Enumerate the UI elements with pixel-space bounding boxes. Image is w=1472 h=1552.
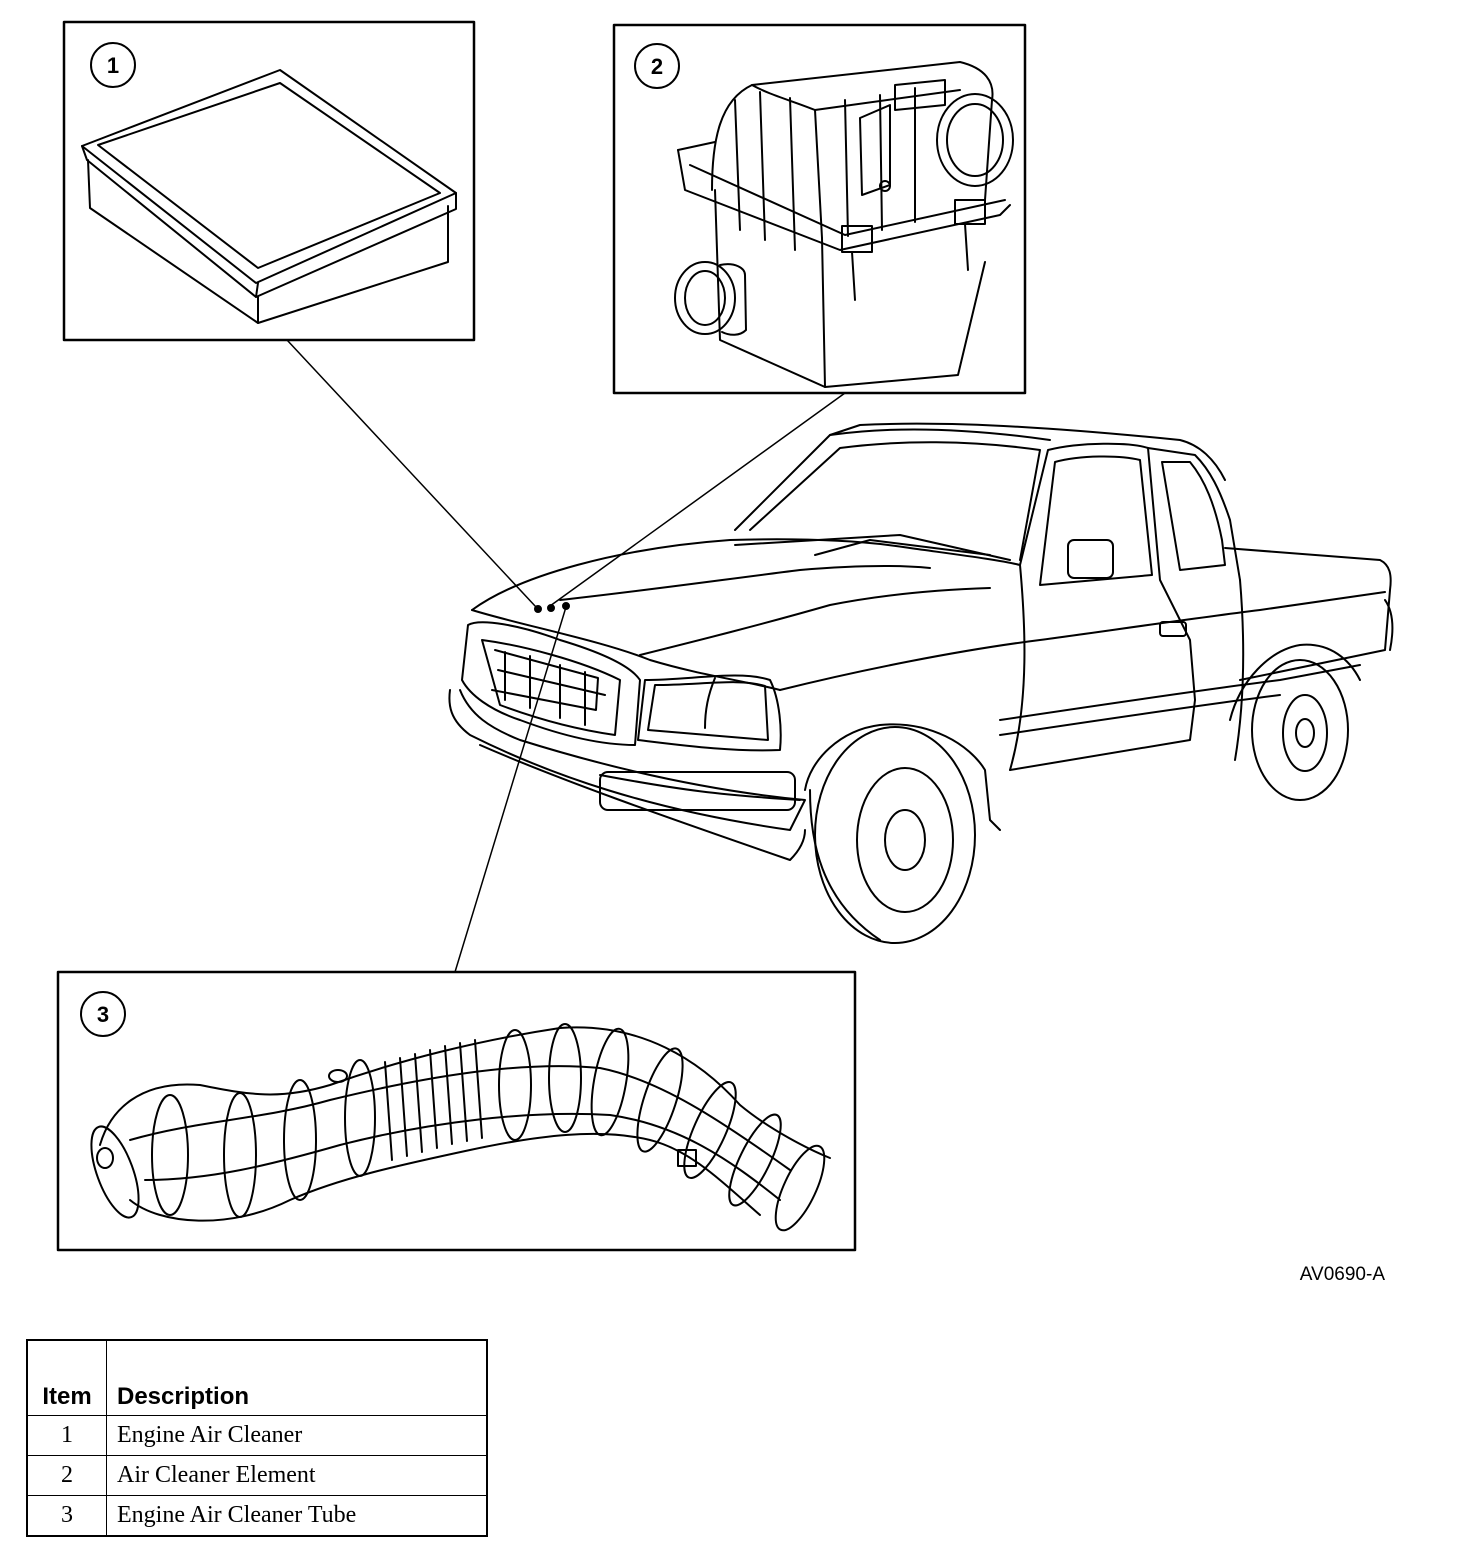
panel-3-frame — [56, 970, 857, 1252]
leader-line-3 — [454, 606, 567, 973]
leader-lines — [286, 339, 846, 973]
callout-1-badge: 1 — [90, 42, 136, 88]
figure-id-label: AV0690-A — [1300, 1264, 1386, 1285]
air-filter-illustration — [81, 69, 457, 324]
legend-table: Item Description 1 Engine Air Cleaner 2 … — [26, 1339, 488, 1537]
legend-item-description: Engine Air Cleaner Tube — [106, 1495, 488, 1537]
callout-3-badge: 3 — [80, 991, 126, 1037]
callout-2-badge: 2 — [634, 43, 680, 89]
callout-1-number: 1 — [107, 53, 119, 78]
legend-item-number: 2 — [26, 1455, 107, 1496]
panel-2-frame — [612, 23, 1027, 395]
truck-illustration — [448, 422, 1394, 944]
panel-2: 2 — [612, 23, 1027, 395]
table-row: 3 Engine Air Cleaner Tube — [26, 1495, 488, 1537]
panel-1-frame — [62, 20, 476, 342]
leader-line-1 — [286, 339, 537, 608]
legend-header-item: Item — [26, 1339, 107, 1416]
leader-line-2 — [549, 392, 846, 607]
air-tube-illustration — [90, 1023, 831, 1232]
callout-2-number: 2 — [651, 54, 663, 79]
legend-header-row: Item Description — [26, 1339, 488, 1416]
legend-item-description: Engine Air Cleaner — [106, 1415, 488, 1456]
callout-3-number: 3 — [97, 1002, 109, 1027]
table-row: 1 Engine Air Cleaner — [26, 1415, 488, 1456]
legend-header-description: Description — [106, 1339, 488, 1416]
table-row: 2 Air Cleaner Element — [26, 1455, 488, 1496]
panel-1: 1 — [62, 20, 476, 342]
panel-3: 3 — [56, 970, 857, 1252]
legend-item-description: Air Cleaner Element — [106, 1455, 488, 1496]
legend-item-number: 1 — [26, 1415, 107, 1456]
legend-item-number: 3 — [26, 1495, 107, 1537]
air-cleaner-housing-illustration — [674, 61, 1014, 388]
